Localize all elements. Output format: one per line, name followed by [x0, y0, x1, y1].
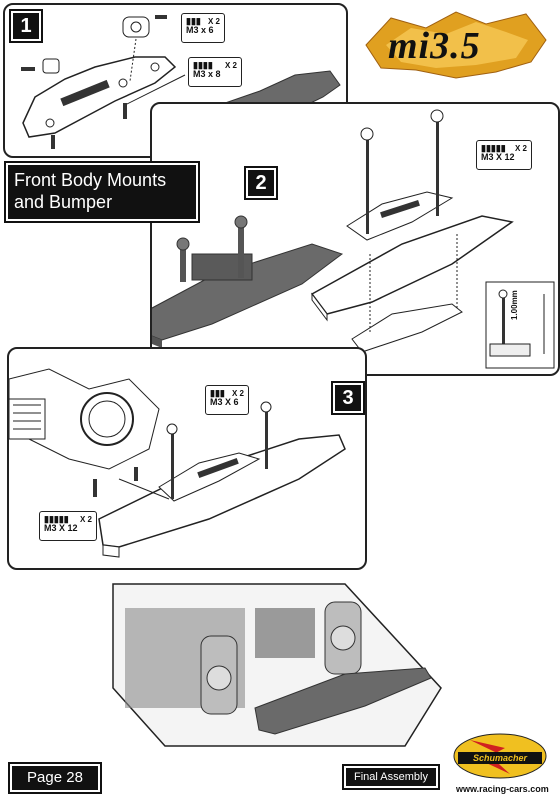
final-assembly-graphic — [112, 583, 442, 747]
step-2-number: 2 — [244, 166, 278, 200]
screw-icon: ▮▮▮ — [186, 16, 201, 26]
step-1-screw-callout-a: ▮▮▮ X 2 M3 x 6 — [181, 13, 225, 43]
step-3-screw-callout-b: ▮▮▮▮▮ X 2 M3 X 12 — [39, 511, 97, 541]
screw-size: M3 x 8 — [193, 69, 221, 79]
screw-icon: ▮▮▮▮▮ — [481, 143, 506, 153]
screw-icon: ▮▮▮▮▮ — [44, 514, 69, 524]
step-3-panel: 3 ▮▮▮ X 2 M3 X 6 ▮▮▮▮▮ X 2 M3 X 12 — [7, 347, 367, 570]
mi-logo: mi3.5 — [356, 10, 552, 80]
schumacher-logo: Schumacher — [450, 730, 550, 782]
step-2-screw-callout: ▮▮▮▮▮ X 2 M3 X 12 — [476, 140, 532, 170]
brand-logo-text: Schumacher — [472, 753, 528, 763]
step-2-illustration — [152, 109, 555, 369]
page-title: Front Body Mounts and Bumper — [4, 161, 200, 223]
page-title-line1: Front Body Mounts — [14, 170, 167, 190]
step-1-screw-callout-b: ▮▮▮▮ X 2 M3 x 8 — [188, 57, 242, 87]
step-1-number: 1 — [9, 9, 43, 43]
final-assembly-label: Final Assembly — [342, 764, 440, 790]
screw-size: M3 X 12 — [481, 152, 515, 162]
step-2-panel: 2 ▮▮▮▮▮ X 2 M3 X 12 1.00mm — [150, 102, 560, 376]
step-3-illustration — [9, 368, 346, 558]
screw-size: M3 x 6 — [186, 25, 214, 35]
website-url: www.racing-cars.com — [456, 784, 549, 794]
step-2-dimension-label: 1.00mm — [510, 290, 519, 320]
final-assembly-text: Final Assembly — [354, 771, 428, 783]
screw-size: M3 X 12 — [44, 523, 78, 533]
logo-graphic — [365, 11, 547, 79]
brand-logo-graphic — [453, 733, 547, 779]
page-number-label: Page 28 — [8, 762, 102, 794]
page-title-line2: and Bumper — [14, 192, 113, 212]
screw-icon: ▮▮▮▮ — [193, 60, 213, 70]
final-assembly-render — [105, 578, 445, 748]
screw-size: M3 X 6 — [210, 397, 239, 407]
screw-icon: ▮▮▮ — [210, 388, 225, 398]
page-number-text: Page 28 — [27, 769, 83, 786]
step-3-number: 3 — [331, 381, 365, 415]
step-3-screw-callout-a: ▮▮▮ X 2 M3 X 6 — [205, 385, 249, 415]
logo-text: mi3.5 — [388, 25, 481, 67]
